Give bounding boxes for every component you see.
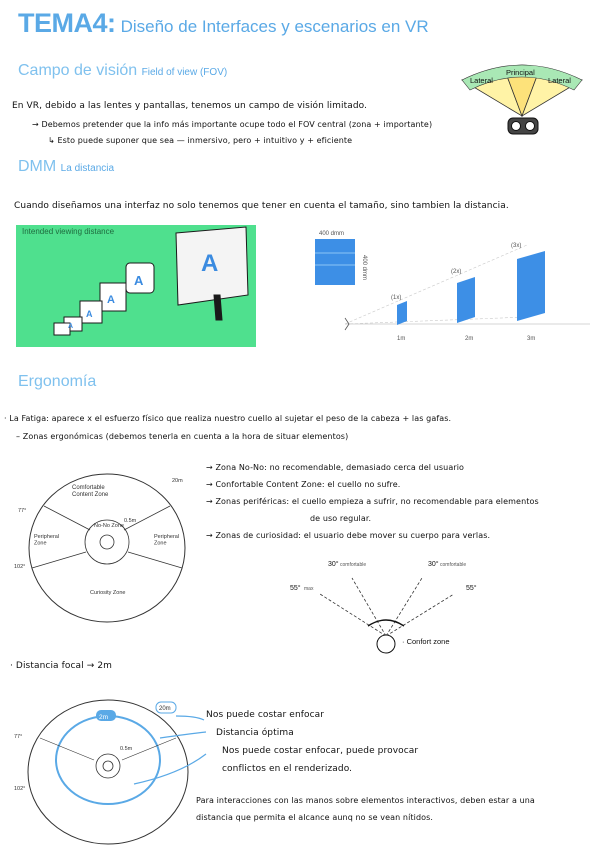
focal-distance-diagram: 2m 20m 0.5m 77° 102°	[14, 699, 207, 845]
fov-line1: En VR, debido a las lentes y pantallas, …	[12, 101, 368, 111]
zone-curiosity: Curiosity Zone	[90, 590, 125, 596]
viewing-distance-image: Intended viewing distance A A A A A	[16, 225, 256, 347]
dmm-scale-1x: (1x)	[391, 295, 401, 301]
focal-note-near: Nos puede costar enfocar	[206, 710, 325, 720]
angle-30-left: 30°	[328, 560, 339, 568]
note-nono: → Zona No-No: no recomendable, demasiado…	[206, 463, 465, 472]
dmm-scaling-diagram: 400 dmm 400 dmm (1x) (2x) (3x) 1m 2m 3m	[315, 231, 590, 342]
dmm-heading-small: La distancia	[60, 163, 115, 174]
angle-55-left: 55°	[290, 584, 301, 592]
outer-ring	[28, 473, 186, 623]
fatiga-text: · La Fatiga: aparece x el esfuerzo físic…	[4, 414, 452, 423]
panel-medium	[99, 282, 127, 312]
fov-diagram: Lateral Principal Lateral	[461, 64, 583, 135]
note-comfortable: → Confortable Content Zone: el cuello no…	[206, 480, 401, 489]
dmm-heading-text: DMM	[18, 158, 57, 175]
panel-small	[79, 300, 103, 324]
dmm-side-label: 400 dmm	[361, 255, 367, 280]
dmm-distance-2m: 2m	[465, 336, 473, 342]
panel-a-medium-circle: A	[134, 273, 144, 288]
note-curiosity: → Zonas de curiosidad: el usuario debe m…	[206, 531, 491, 540]
angle-30-right: 30°	[428, 560, 439, 568]
mid-ring	[84, 519, 130, 565]
dmm-scale-2x: (2x)	[451, 269, 461, 275]
fov-heading-small: Field of view (FOV)	[141, 67, 228, 78]
dmm-distance-3m: 3m	[527, 336, 535, 342]
panel-a-small: A	[86, 309, 93, 319]
zone-nono: No-No Zone	[94, 523, 124, 529]
panel-a-xsmall: A	[68, 323, 73, 330]
focal-outer-ring	[27, 699, 189, 845]
label-05m: 0.5m	[124, 518, 137, 524]
dmm-reference-panel	[315, 239, 355, 285]
focal-label-20m: 20m	[159, 706, 171, 712]
zonas-text: – Zonas ergonómicas (debemos tenerla en …	[16, 432, 349, 441]
inner-ring	[99, 534, 115, 550]
note-peripheral: → Zonas periféricas: el cuello empieza a…	[206, 497, 539, 506]
head-angle-diagram: 30° comfortable 30° comfortable 55° max …	[290, 560, 477, 654]
fov-label-left: Lateral	[470, 76, 493, 85]
vr-goggles-icon	[507, 117, 539, 135]
comfortable-right: comfortable	[440, 562, 466, 568]
fov-heading: Campo de visión Field of view (FOV)	[18, 62, 227, 80]
angle-55-right: 55°	[466, 584, 477, 592]
label-20m: 20m	[172, 478, 183, 484]
fov-heading-text: Campo de visión	[18, 62, 138, 79]
viewing-panels-illustration: A A A A A	[53, 226, 249, 336]
confort-zone-label: · Confort zone	[402, 637, 450, 646]
focal-label-77: 77°	[14, 734, 22, 740]
page-title: TEMA4: Diseño de Interfaces y escenarios…	[18, 8, 429, 39]
panel-xxsmall	[53, 322, 71, 336]
focal-note-far: Nos puede costar enfocar, puede provocar	[222, 746, 419, 756]
bottom-line1: Para interacciones con las manos sobre e…	[196, 796, 535, 805]
panel-medium-circle	[125, 262, 155, 294]
panel-a-large: A	[201, 250, 218, 277]
bottom-line2: distancia que permita el alcance aunq no…	[196, 813, 434, 822]
dmm-distance-1m: 1m	[397, 336, 405, 342]
ergonomia-heading: Ergonomía	[18, 373, 97, 390]
label-2m-badge	[96, 710, 116, 721]
fov-line3: ↳ Esto puede suponer que sea — inmersivo…	[48, 136, 353, 145]
focal-label-2m: 2m	[99, 714, 108, 721]
dmm-panel-1x	[397, 301, 407, 325]
focal-note-optimal: Distancia óptima	[216, 728, 294, 738]
dmm-heading: DMM La distancia	[18, 158, 114, 176]
image-caption: Intended viewing distance	[22, 227, 115, 236]
dmm-line1: Cuando diseñamos una interfaz no solo te…	[14, 201, 509, 211]
note-peripheral-cont: de uso regular.	[310, 514, 372, 523]
focal-note-far-cont: conflictos en el renderizado.	[222, 764, 353, 774]
dmm-top-label: 400 dmm	[319, 231, 344, 237]
fov-line2: → Debemos pretender que la info más impo…	[32, 120, 433, 129]
dmm-scale-3x: (3x)	[511, 243, 521, 249]
title-sub: Diseño de Interfaces y escenarios en VR	[120, 17, 429, 36]
focal-heading: · Distancia focal → 2m	[10, 661, 113, 671]
focal-2m-ring	[55, 715, 161, 805]
focal-label-102: 102°	[14, 786, 25, 792]
comfortable-left: comfortable	[340, 562, 366, 568]
fov-label-center: Principal	[506, 68, 535, 77]
label-77: 77°	[18, 508, 26, 514]
max-label: max	[304, 586, 314, 592]
fov-label-right: Lateral	[548, 76, 571, 85]
dmm-panel-2x	[457, 277, 475, 323]
head-icon	[376, 634, 396, 654]
focal-label-05m: 0.5m	[120, 746, 133, 752]
title-main: TEMA4:	[18, 8, 116, 38]
label-102: 102°	[14, 564, 25, 570]
panel-a-medium: A	[107, 294, 115, 306]
dmm-panel-3x	[517, 251, 545, 321]
panel-large	[175, 226, 249, 306]
fov-arc	[461, 64, 583, 91]
